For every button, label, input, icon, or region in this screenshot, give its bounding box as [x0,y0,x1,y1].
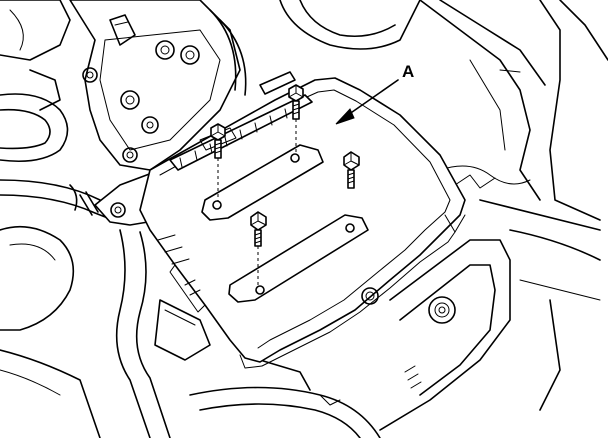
callout-a: A [335,62,414,125]
bolt-top-right [288,84,304,154]
engine-top-right [279,0,608,231]
lower-right-housing [379,229,601,431]
callout-label: A [402,62,414,81]
bolt-top-left [210,123,226,201]
bottom-components [189,359,381,438]
bolt-lower [250,211,267,286]
bolt-loose [343,151,360,189]
hoses-left [0,69,211,438]
